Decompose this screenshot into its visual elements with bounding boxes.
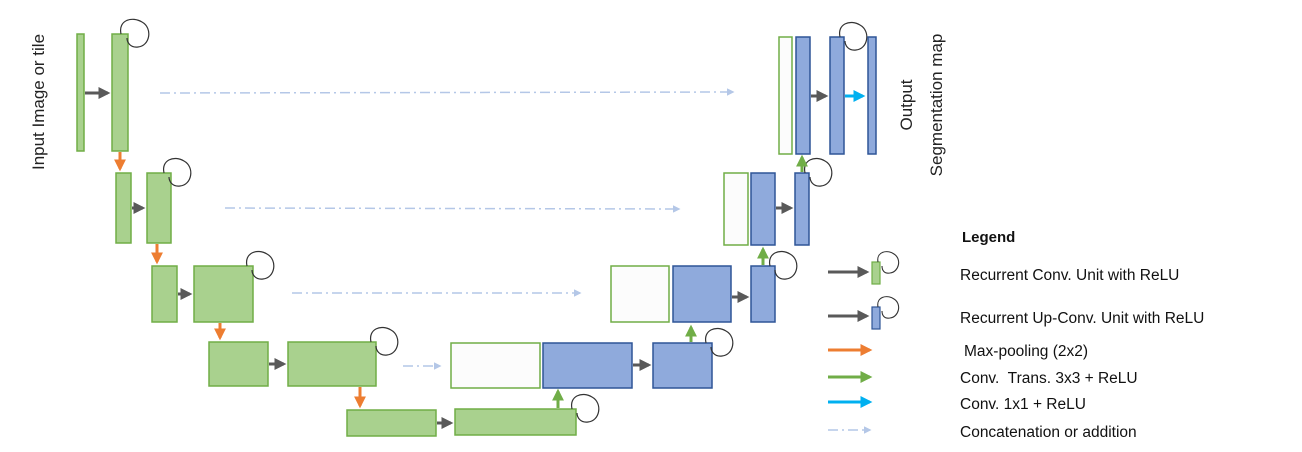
enc1-conv-block: [111, 33, 129, 152]
recurrent-loop-icon: [570, 393, 600, 423]
enc1-input-block: [76, 33, 85, 152]
recurrent-loop-icon: [245, 250, 275, 280]
legend-label-maxpool: Max-pooling (2x2): [964, 343, 1088, 360]
dec4-conv-block: [652, 342, 713, 389]
output-label: Output: [897, 79, 916, 130]
dec1-conv-block: [829, 36, 845, 155]
legend-label-recurrent-upconv: Recurrent Up-Conv. Unit with ReLU: [960, 310, 1204, 327]
input-label: Input Image or tile: [29, 34, 48, 170]
dec3-conv-block: [750, 265, 776, 323]
legend-item-conv-trans: Conv. Trans. 3x3 + ReLU: [828, 370, 1138, 387]
recurrent-loop-icon: [877, 251, 900, 274]
dec4-skip-block: [450, 342, 541, 389]
dec2-upconv-block: [750, 172, 776, 246]
legend-label-conv-trans: Conv. Trans. 3x3 + ReLU: [960, 370, 1138, 387]
recurrent-loop-icon: [838, 21, 868, 51]
legend-title: Legend: [962, 229, 1015, 246]
dec2-conv-block: [794, 172, 810, 246]
dec4-upconv-block: [542, 342, 633, 389]
enc4-block-a: [208, 341, 269, 387]
legend-item-recurrent-conv: Recurrent Conv. Unit with ReLU: [828, 251, 1179, 285]
enc2-block-a: [115, 172, 132, 244]
recurrent-loop-icon: [877, 296, 900, 319]
legend-label-concat: Concatenation or addition: [960, 424, 1137, 441]
green-block-icon: [871, 261, 881, 285]
dec3-upconv-block: [672, 265, 732, 323]
output-block: [867, 36, 877, 155]
dec3-skip-block: [610, 265, 670, 323]
concat-arrow: [159, 88, 735, 96]
enc4-block-b: [287, 341, 377, 387]
recurrent-loop-icon: [803, 157, 833, 187]
bottleneck-block-a: [346, 409, 437, 437]
legend-label-conv1x1: Conv. 1x1 + ReLU: [960, 396, 1086, 413]
recurrent-loop-icon: [162, 157, 192, 187]
recurrent-loop-icon: [369, 326, 399, 356]
bottleneck-block-b: [454, 408, 577, 436]
enc2-block-b: [146, 172, 172, 244]
legend-item-concat: Concatenation or addition: [828, 424, 1137, 441]
dec2-skip-block: [723, 172, 749, 246]
recurrent-loop-icon: [120, 18, 150, 48]
enc3-block-b: [193, 265, 254, 323]
recurrent-loop-icon: [768, 250, 798, 280]
recurrent-loop-icon: [704, 327, 734, 357]
legend-item-conv1x1: Conv. 1x1 + ReLU: [828, 396, 1086, 413]
dec1-skip-block: [778, 36, 793, 155]
dec1-upconv-block: [795, 36, 811, 155]
legend: Legend Recurrent Conv. Unit with ReLU Re…: [828, 229, 1204, 441]
concat-arrow: [224, 205, 681, 213]
legend-item-recurrent-upconv: Recurrent Up-Conv. Unit with ReLU: [828, 296, 1204, 330]
segmentation-map-label: Segmentation map: [927, 34, 946, 177]
legend-item-maxpool: Max-pooling (2x2): [828, 343, 1088, 360]
enc3-block-a: [151, 265, 178, 323]
legend-label-recurrent-conv: Recurrent Conv. Unit with ReLU: [960, 267, 1179, 284]
blue-block-icon: [871, 306, 881, 330]
